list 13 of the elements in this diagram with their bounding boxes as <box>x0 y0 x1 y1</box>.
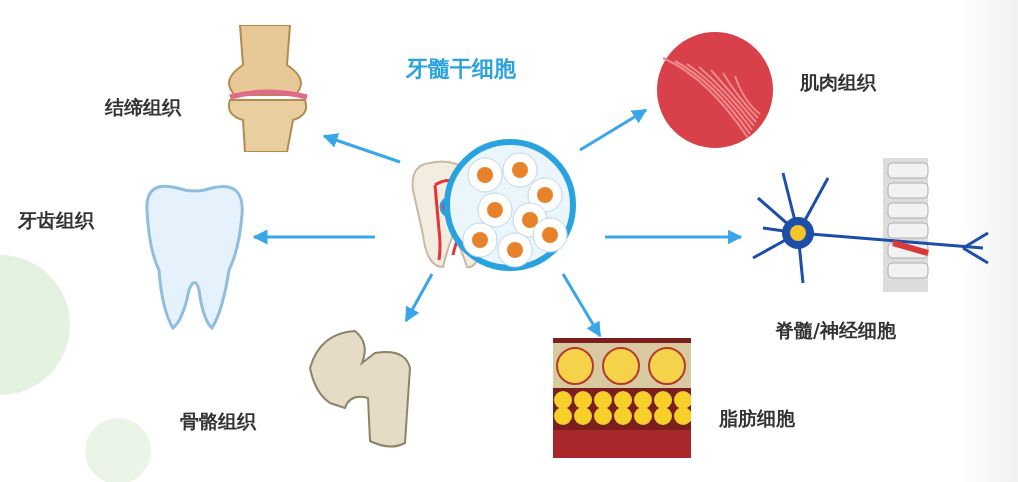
arrow <box>252 229 375 245</box>
tissue-label: 脊髓/神经细胞 <box>775 318 896 343</box>
tissue-label: 结缔组织 <box>105 95 181 120</box>
diagram-title: 牙髓干细胞 <box>406 55 516 83</box>
tissue-label: 牙齿组织 <box>18 208 94 233</box>
tissue-label: 骨骼组织 <box>180 409 256 434</box>
tissue-label: 脂肪细胞 <box>719 406 795 431</box>
arrow <box>404 273 434 323</box>
arrow <box>322 133 401 164</box>
tissue-label: 肌肉组织 <box>800 70 876 95</box>
arrow <box>605 229 743 245</box>
arrow <box>561 273 602 338</box>
arrow <box>579 108 648 152</box>
